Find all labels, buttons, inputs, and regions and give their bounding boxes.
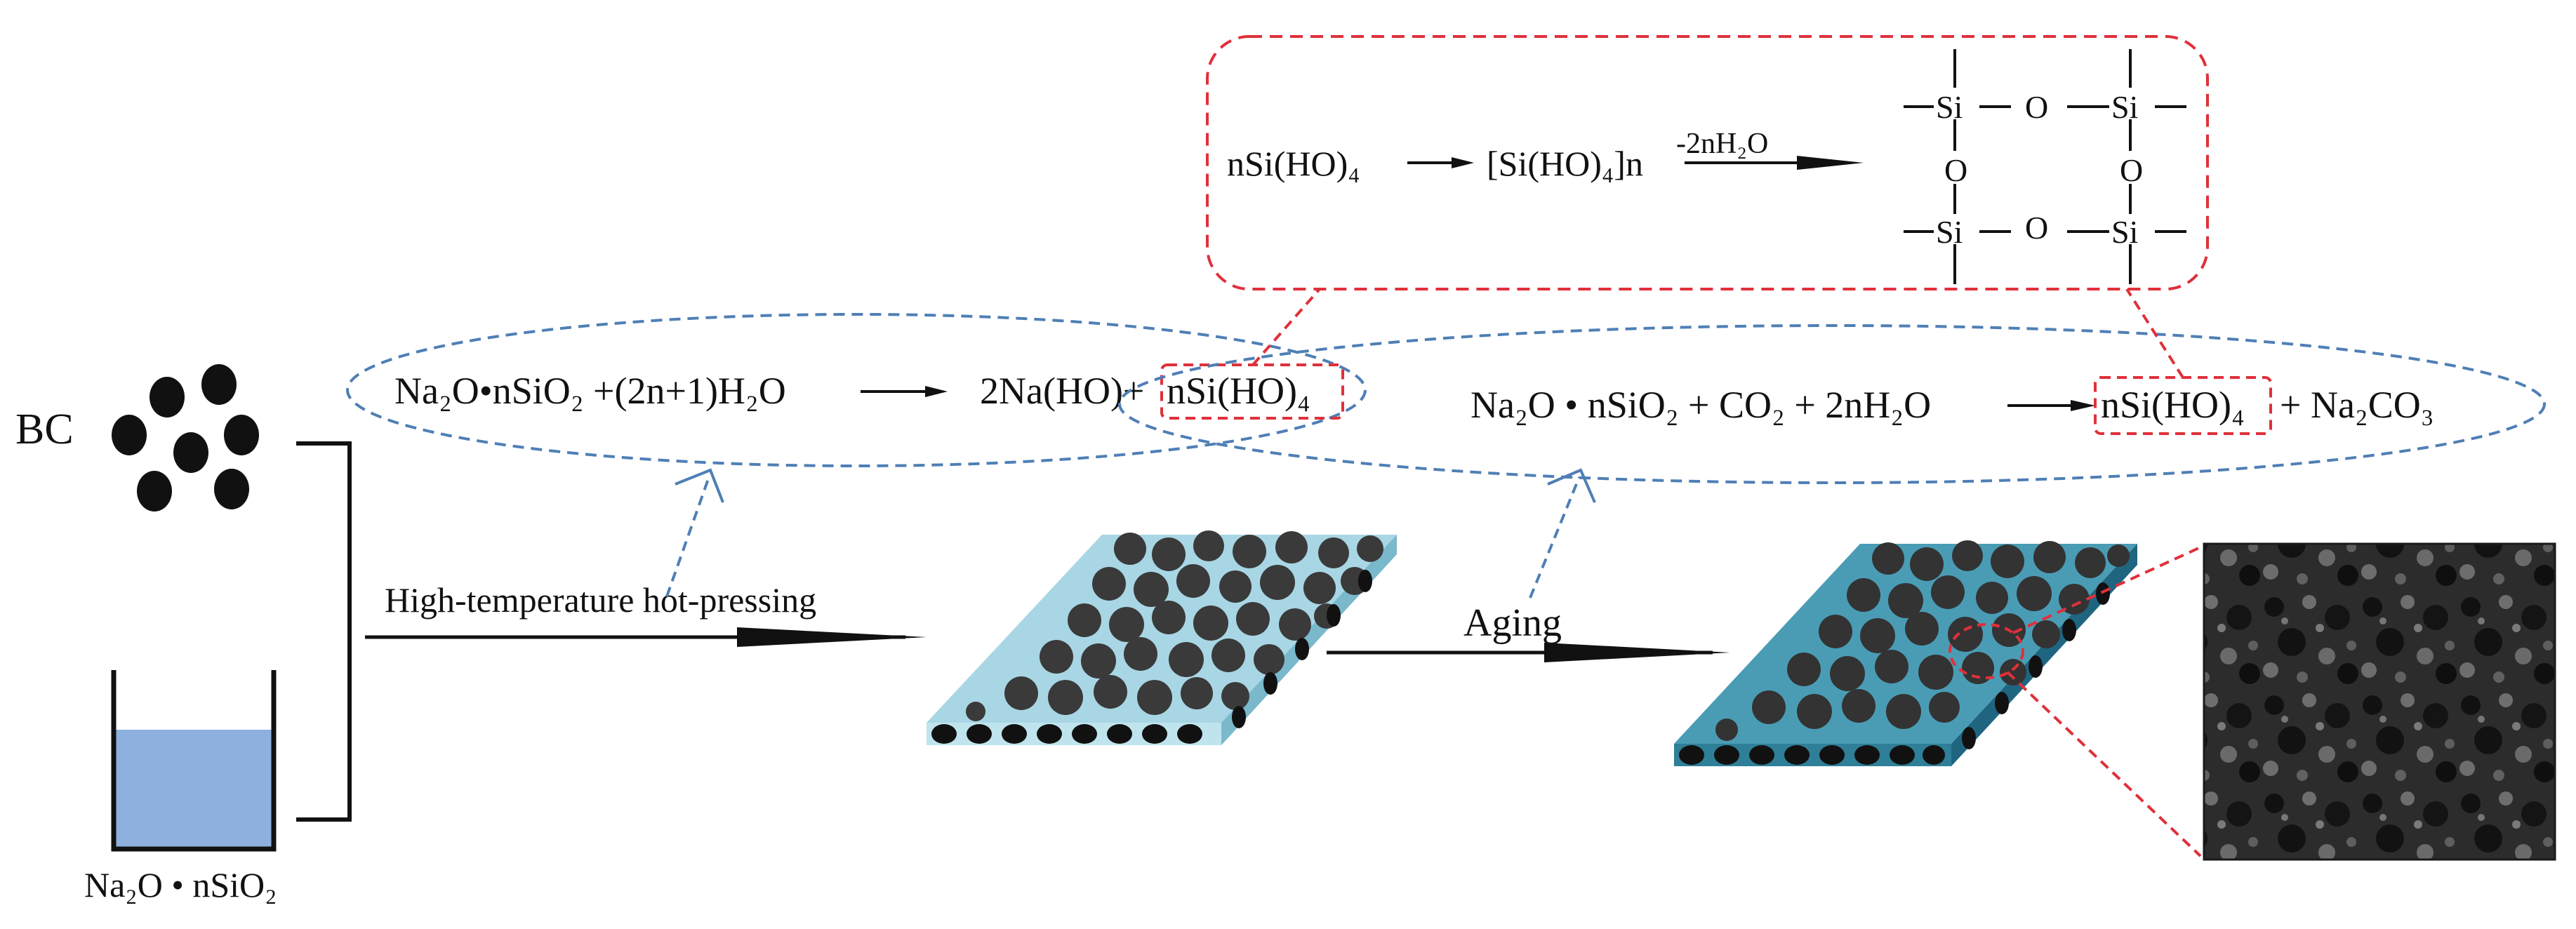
hydrolysis-ellipse	[346, 313, 1367, 467]
silicate-label: Na₂O • nSiO₂	[84, 865, 277, 904]
zoom-leader-top	[2012, 546, 2201, 634]
hydrolysis-right-text: 2Na(HO)+	[980, 370, 1144, 412]
biochar-particle	[224, 415, 259, 455]
carbonation-arrowhead	[2071, 400, 2095, 411]
polymer-condition-text: -2nH₂O	[1676, 128, 1768, 160]
aging-label: Aging	[1463, 601, 1562, 645]
si-atom: Si	[1936, 89, 1963, 125]
carbonation-left-text: Na₂O • nSiO₂ + CO₂ + 2nH₂O	[1470, 384, 1931, 426]
zoom-region	[1948, 623, 2024, 679]
hydrolysis-left-text: Na₂O•nSiO₂ +(2n+1)H₂O	[394, 370, 786, 412]
mixing-bracket	[296, 441, 352, 822]
biochar-particle	[150, 377, 185, 417]
polymerization-box	[1206, 35, 2209, 290]
biochar-particle	[201, 364, 237, 405]
si-atom: Si	[1936, 214, 1963, 250]
aging-leader-head	[1547, 468, 1596, 503]
hydrolysis-connector	[1252, 288, 1321, 366]
hydrolysis-product-box	[1160, 363, 1344, 420]
polymer-arrowhead-1	[1452, 157, 1474, 168]
biochar-particle	[173, 432, 208, 473]
zoom-leader-bottom	[2006, 671, 2202, 857]
sodium-silicate-solution	[115, 730, 272, 848]
hydrolysis-product-text: nSi(HO)₄	[1167, 370, 1310, 412]
oxygen-atom: O	[2120, 152, 2143, 188]
oxygen-atom: O	[2025, 210, 2048, 246]
beaker	[111, 670, 277, 852]
hot-pressing-arrowhead	[737, 627, 927, 647]
carbonation-product-text: nSi(HO)₄	[2101, 384, 2245, 426]
biochar-particle	[214, 469, 249, 509]
polymer-mid-text: [Si(HO)₄]n	[1487, 144, 1643, 183]
carbonation-right-text: + Na₂CO₃	[2280, 384, 2434, 426]
carbonation-ellipse	[1118, 324, 2546, 484]
carbonation-connector	[2125, 288, 2184, 379]
hydrolysis-arrowhead	[925, 386, 948, 397]
oxygen-atom: O	[1944, 152, 1967, 188]
oxygen-atom: O	[2025, 89, 2048, 125]
composite-slab-2	[1674, 540, 2137, 766]
porous-microstructure-image	[2203, 542, 2556, 861]
si-atom: Si	[2111, 89, 2138, 125]
hot-pressing-leader-head	[675, 468, 724, 503]
biochar-particle	[112, 415, 147, 455]
polymer-start-text: nSi(HO)₄	[1227, 144, 1360, 183]
si-atom: Si	[2111, 214, 2138, 250]
biochar-particles	[112, 364, 259, 512]
silica-network: Si O Si O O Si O Si	[1904, 49, 2186, 284]
biochar-particle	[137, 471, 172, 512]
composite-slab-1	[927, 530, 1397, 745]
bc-label: BC	[15, 406, 74, 453]
aging-leader	[1529, 476, 1581, 599]
aging-arrowhead	[1544, 643, 1730, 662]
polymer-arrowhead-2	[1797, 156, 1864, 170]
hot-pressing-label: High-temperature hot-pressing	[385, 580, 816, 620]
hot-pressing-leader	[665, 476, 710, 597]
